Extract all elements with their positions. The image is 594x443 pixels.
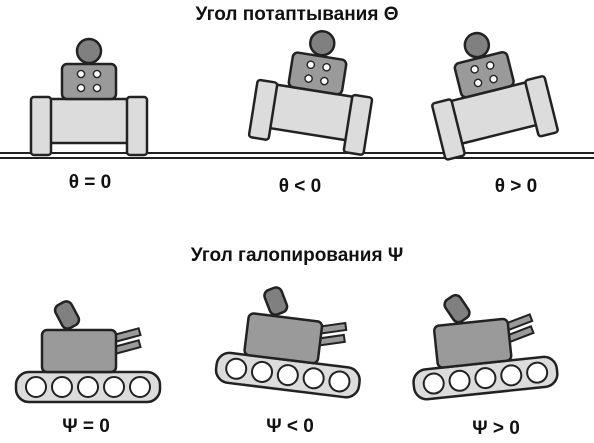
pitch-label-negative: Ψ < 0 — [266, 416, 314, 437]
roll-label-positive: θ > 0 — [494, 176, 538, 197]
roll-label-negative: θ < 0 — [278, 176, 322, 197]
roll-label-zero: θ = 0 — [68, 172, 112, 193]
robot-roll-zero — [29, 37, 149, 157]
tank-pitch-zero — [14, 298, 162, 404]
pitch-section-title: Угол галопирования Ψ — [190, 245, 404, 266]
robot-roll-negative — [247, 21, 383, 157]
tank-pitch-negative — [213, 278, 372, 401]
robot-roll-positive — [416, 18, 560, 162]
ground-line-top — [0, 152, 594, 159]
pitch-label-positive: Ψ > 0 — [472, 418, 520, 439]
tank-pitch-positive — [403, 282, 560, 402]
roll-section-title: Угол потаптывания Θ — [195, 4, 399, 25]
pitch-label-zero: Ψ = 0 — [62, 416, 110, 437]
